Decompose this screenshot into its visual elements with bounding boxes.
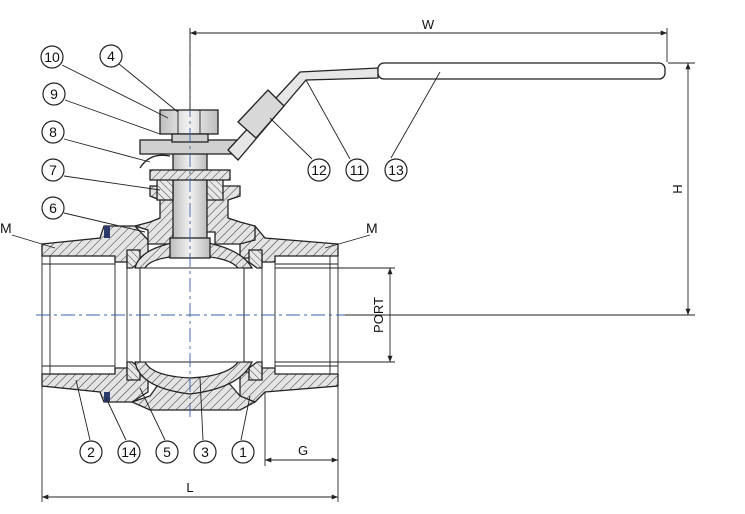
- center-body-bottom: [130, 381, 257, 411]
- svg-text:7: 7: [49, 162, 57, 178]
- dimension-w: W: [189, 17, 668, 110]
- dimension-w-label: W: [422, 17, 435, 32]
- svg-text:10: 10: [44, 49, 60, 65]
- balloon-9: 9: [42, 82, 66, 106]
- svg-text:8: 8: [49, 124, 57, 140]
- balloon-6: 6: [41, 196, 65, 220]
- ball: [134, 239, 254, 395]
- svg-text:5: 5: [163, 444, 171, 460]
- svg-text:3: 3: [201, 444, 209, 460]
- dimension-h: H: [345, 62, 695, 316]
- dimension-port-label: PORT: [371, 297, 386, 333]
- balloon-10: 10: [40, 45, 64, 69]
- svg-text:4: 4: [107, 48, 115, 64]
- dimension-l-label: L: [186, 480, 193, 495]
- hex-nut: [159, 109, 219, 135]
- balloon-8: 8: [41, 120, 65, 144]
- dimension-g: G: [264, 386, 339, 502]
- svg-text:12: 12: [311, 162, 327, 178]
- balloon-1: 1: [231, 440, 255, 464]
- dimension-g-label: G: [298, 443, 308, 458]
- handle: [227, 62, 666, 161]
- balloon-3: 3: [193, 440, 217, 464]
- balloon-12: 12: [307, 158, 331, 182]
- balloon-13: 13: [384, 158, 408, 182]
- svg-text:2: 2: [87, 444, 95, 460]
- balloon-leaders: [61, 63, 441, 441]
- balloon-7: 7: [41, 158, 65, 182]
- balloon-11: 11: [345, 158, 369, 182]
- svg-text:13: 13: [388, 162, 404, 178]
- dimension-l: L: [41, 386, 338, 502]
- balloon-2: 2: [79, 440, 103, 464]
- svg-text:9: 9: [50, 86, 58, 102]
- thread-right-label: M: [366, 220, 378, 236]
- svg-text:1: 1: [239, 444, 247, 460]
- thread-left-label: M: [0, 220, 12, 236]
- svg-text:6: 6: [49, 200, 57, 216]
- left-end-cap-bottom: [41, 367, 149, 403]
- dimension-h-label: H: [670, 184, 685, 193]
- balloon-14: 14: [117, 440, 141, 464]
- svg-text:14: 14: [121, 444, 137, 460]
- thread-callouts: M M: [0, 220, 378, 249]
- dimension-port: PORT: [275, 267, 395, 363]
- balloon-5: 5: [155, 440, 179, 464]
- balloon-4: 4: [99, 44, 123, 68]
- handle-grip: [377, 62, 666, 80]
- svg-text:11: 11: [350, 162, 365, 178]
